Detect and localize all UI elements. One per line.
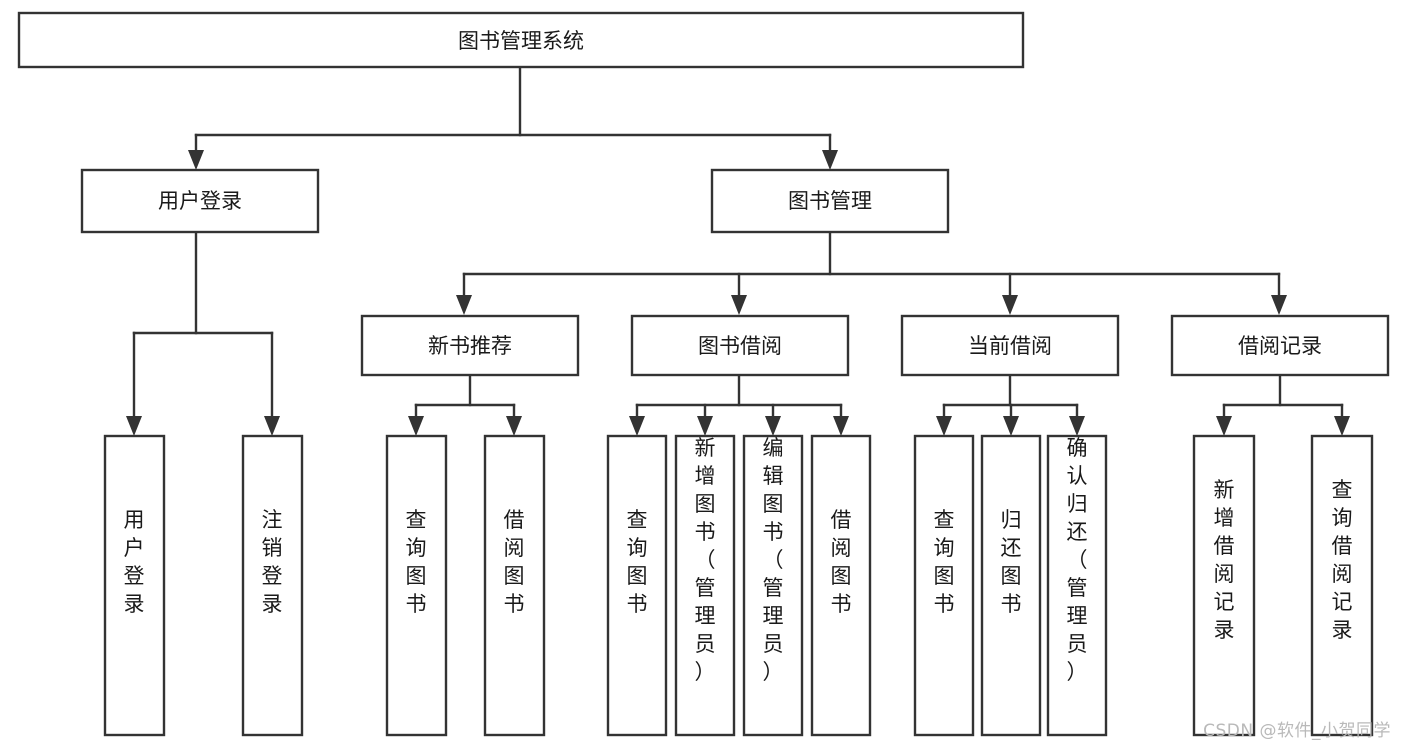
- node-user-login[interactable]: 用户登录: [80, 168, 320, 234]
- node-book-borrow-label: 图书借阅: [698, 334, 782, 358]
- leaf-bookborrow-add-book-label: 新增图书（管理员）: [695, 436, 716, 684]
- arrow-to-leaf-cb-return: [1003, 416, 1019, 436]
- node-book-management[interactable]: 图书管理: [710, 168, 950, 234]
- arrow-to-book-borrow: [731, 295, 747, 315]
- leaf-currentborrow-confirm-return-label: 确认归还（管理员）: [1067, 436, 1088, 684]
- connector-layer: [126, 65, 1350, 436]
- leaf-bookborrow-query-book[interactable]: 查询图书: [606, 434, 668, 737]
- leaf-user-login-logout[interactable]: 注销登录: [241, 434, 304, 737]
- leaf-bookborrow-add-book[interactable]: 新增图书（管理员）: [674, 434, 736, 737]
- leaf-bookborrow-query-book-label: 查询图书: [627, 508, 648, 616]
- node-current-borrow-label: 当前借阅: [968, 334, 1052, 358]
- leaf-currentborrow-query-book-label: 查询图书: [934, 508, 955, 616]
- arrow-to-borrow-record: [1271, 295, 1287, 315]
- arrow-to-leaf-br-query: [1334, 416, 1350, 436]
- leaf-newbook-borrow-book-label: 借阅图书: [504, 508, 525, 616]
- node-book-management-label: 图书管理: [788, 189, 872, 213]
- leaf-bookborrow-borrow-book[interactable]: 借阅图书: [810, 434, 872, 737]
- leaf-user-login-login-label: 用户登录: [124, 508, 145, 616]
- leaf-borrowrecord-add-record[interactable]: 新增借阅记录: [1192, 434, 1256, 737]
- arrow-to-new-book: [456, 295, 472, 315]
- node-new-book-recommend-label: 新书推荐: [428, 334, 512, 358]
- leaf-borrowrecord-query-record[interactable]: 查询借阅记录: [1310, 434, 1374, 737]
- leaf-currentborrow-return-book[interactable]: 归还图书: [980, 434, 1042, 737]
- node-root-system[interactable]: 图书管理系统: [17, 11, 1025, 69]
- arrow-to-current-borrow: [1002, 295, 1018, 315]
- arrow-to-user-login: [188, 150, 204, 170]
- leaf-newbook-borrow-book[interactable]: 借阅图书: [483, 434, 546, 737]
- leaf-borrowrecord-query-record-label: 查询借阅记录: [1332, 478, 1353, 642]
- arrow-to-leaf-bb-add: [697, 416, 713, 436]
- arrow-to-leaf-logout: [264, 416, 280, 436]
- node-borrow-record-label: 借阅记录: [1238, 334, 1322, 358]
- node-book-borrow[interactable]: 图书借阅: [630, 314, 850, 377]
- arrow-to-leaf-cb-confirm: [1069, 416, 1085, 436]
- leaf-currentborrow-confirm-return[interactable]: 确认归还（管理员）: [1046, 434, 1108, 737]
- leaf-newbook-query-book-label: 查询图书: [406, 508, 427, 616]
- arrow-to-leaf-br-add: [1216, 416, 1232, 436]
- arrow-to-leaf-nb-borrow: [506, 416, 522, 436]
- leaf-currentborrow-return-book-label: 归还图书: [1001, 508, 1022, 616]
- leaf-borrowrecord-add-record-label: 新增借阅记录: [1214, 478, 1235, 642]
- arrow-to-leaf-bb-borrow: [833, 416, 849, 436]
- node-borrow-record[interactable]: 借阅记录: [1170, 314, 1390, 377]
- node-user-login-label: 用户登录: [158, 189, 242, 213]
- arrow-to-book-mgmt: [822, 150, 838, 170]
- node-new-book-recommend[interactable]: 新书推荐: [360, 314, 580, 377]
- leaf-user-login-login[interactable]: 用户登录: [103, 434, 166, 737]
- arrow-to-leaf-bb-edit: [765, 416, 781, 436]
- arrow-to-leaf-bb-query: [629, 416, 645, 436]
- node-root-label: 图书管理系统: [458, 29, 584, 53]
- arrow-to-leaf-nb-query: [408, 416, 424, 436]
- leaf-bookborrow-edit-book-label: 编辑图书（管理员）: [763, 436, 784, 684]
- node-current-borrow[interactable]: 当前借阅: [900, 314, 1120, 377]
- arrow-to-leaf-user-login: [126, 416, 142, 436]
- arrow-to-leaf-cb-query: [936, 416, 952, 436]
- leaf-bookborrow-borrow-book-label: 借阅图书: [831, 508, 852, 616]
- leaf-bookborrow-edit-book[interactable]: 编辑图书（管理员）: [742, 434, 804, 737]
- leaf-currentborrow-query-book[interactable]: 查询图书: [913, 434, 975, 737]
- leaf-user-login-logout-label: 注销登录: [262, 508, 283, 616]
- leaf-newbook-query-book[interactable]: 查询图书: [385, 434, 448, 737]
